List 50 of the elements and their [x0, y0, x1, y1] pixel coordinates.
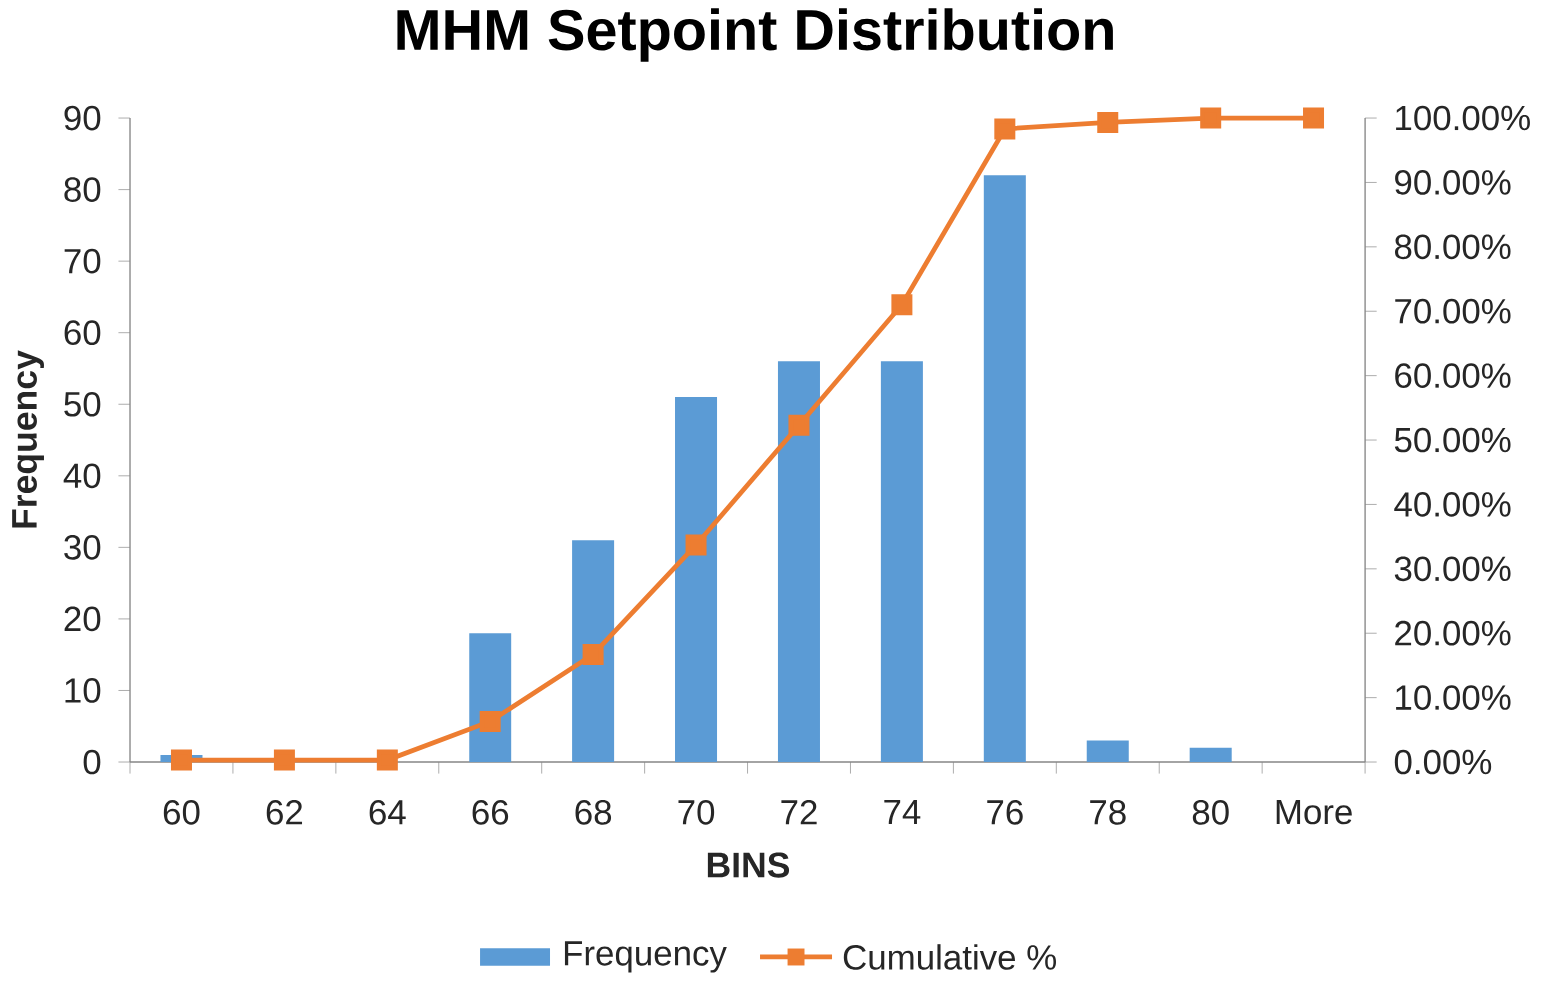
tick-label: 66 — [472, 800, 509, 825]
tick-label: 30 — [64, 535, 101, 560]
tick-label: 60 — [64, 320, 101, 346]
axis-title: Frequency — [12, 350, 44, 528]
tick-label: 78 — [1090, 800, 1126, 825]
tick-label: 62 — [266, 800, 303, 825]
tick-label: 80 — [1192, 800, 1229, 825]
tick-label: 50.00% — [1394, 427, 1511, 453]
tick-label: 0.00% — [1394, 749, 1492, 775]
point — [1097, 111, 1119, 133]
tick-label: 60 — [163, 800, 200, 825]
tick-label: 70 — [64, 248, 101, 274]
tick-label: 90 — [64, 105, 101, 131]
tick-label: 72 — [781, 800, 817, 825]
tick-label: 64 — [369, 800, 406, 825]
point — [273, 749, 295, 771]
point — [1303, 107, 1325, 129]
tick-label: 10 — [65, 678, 101, 703]
point — [376, 749, 398, 771]
tick-label: 20 — [64, 606, 101, 632]
point — [1200, 107, 1222, 129]
tick-label: 40.00% — [1394, 492, 1511, 517]
tick-label: 76 — [987, 800, 1023, 825]
point — [891, 294, 913, 316]
tick-label: 90.00% — [1395, 170, 1511, 195]
tick-label: 40 — [63, 463, 101, 489]
tick-label: 50 — [64, 391, 101, 417]
tick-label: 70 — [678, 800, 715, 825]
point — [994, 118, 1016, 140]
legend-label: Frequency — [564, 941, 727, 973]
point — [582, 643, 604, 665]
tick-label: 80 — [64, 177, 101, 202]
tick-label: 10.00% — [1396, 685, 1511, 710]
tick-label: 0 — [83, 749, 101, 775]
tick-label: 80.00% — [1395, 234, 1511, 260]
point — [685, 534, 707, 556]
tick-label: 70.00% — [1395, 298, 1511, 324]
legend-label: Cumulative % — [843, 944, 1056, 970]
chart-title: MHM Setpoint Distribution — [397, 8, 1113, 62]
point — [170, 749, 192, 771]
tick-label: 68 — [575, 800, 612, 825]
tick-label: 74 — [884, 800, 921, 824]
point — [479, 710, 501, 732]
tick-label: 20.00% — [1395, 620, 1511, 646]
tick-label: 30.00% — [1394, 556, 1511, 582]
tick-label: More — [1276, 800, 1352, 825]
point — [788, 414, 810, 436]
tick-label: 60.00% — [1395, 363, 1511, 388]
tick-label: 100.00% — [1396, 105, 1530, 131]
axis-title: BINS — [707, 852, 790, 878]
